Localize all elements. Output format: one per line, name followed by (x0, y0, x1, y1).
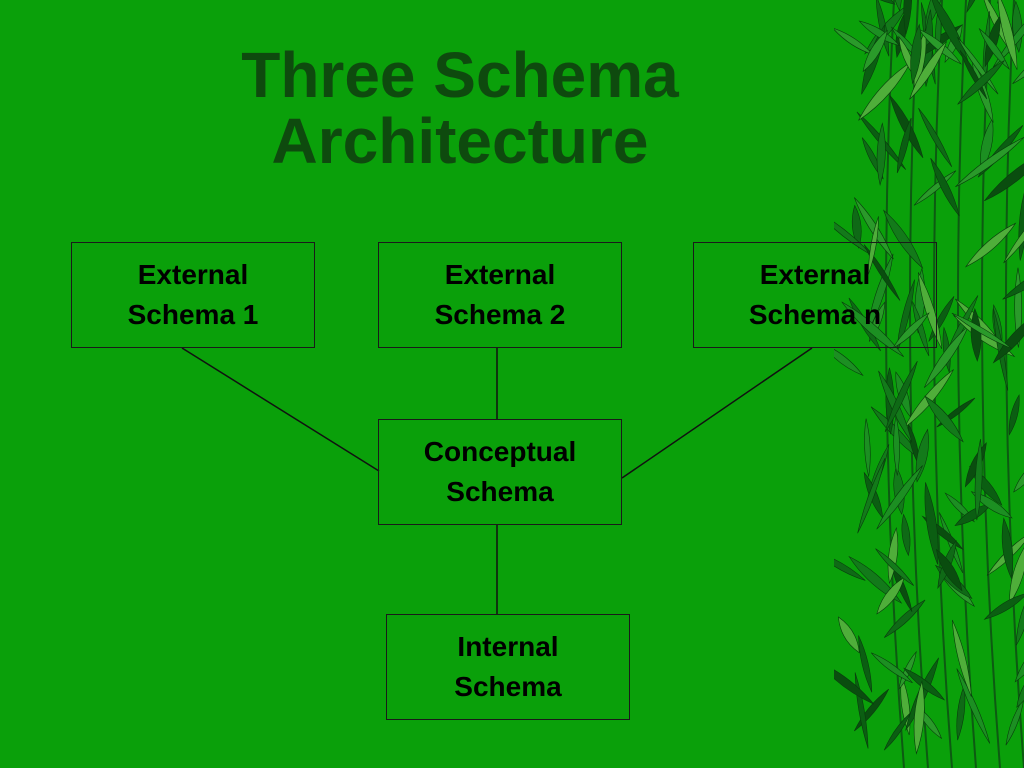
conceptual-schema-line-2: Schema (446, 476, 554, 507)
external-schema-n-line-1: External (759, 259, 871, 290)
conceptual-schema-box: Conceptual Schema (378, 419, 622, 525)
external-schema-1-line-1: External (137, 259, 249, 290)
external-schema-1-line-2: Schema 1 (127, 299, 259, 330)
connector-external-1-to-conceptual (181, 347, 380, 472)
external-schema-n-line-2: Schema n (748, 299, 882, 330)
internal-schema-line-2: Schema (454, 671, 562, 702)
title-line-2: Architecture (271, 105, 649, 177)
external-schema-1-box: External Schema 1 (71, 242, 315, 348)
bamboo-leaves-icon (834, 0, 1024, 768)
external-schema-n-box: External Schema n (693, 242, 937, 348)
internal-schema-box: Internal Schema (386, 614, 630, 720)
page-title: Three Schema Architecture (150, 42, 770, 174)
internal-schema-line-1: Internal (457, 631, 559, 662)
title-line-1: Three Schema (241, 39, 679, 111)
external-schema-2-line-1: External (444, 259, 556, 290)
external-schema-2-box: External Schema 2 (378, 242, 622, 348)
conceptual-schema-line-1: Conceptual (423, 436, 577, 467)
external-schema-2-line-2: Schema 2 (434, 299, 566, 330)
connector-external-n-to-conceptual (621, 347, 813, 479)
